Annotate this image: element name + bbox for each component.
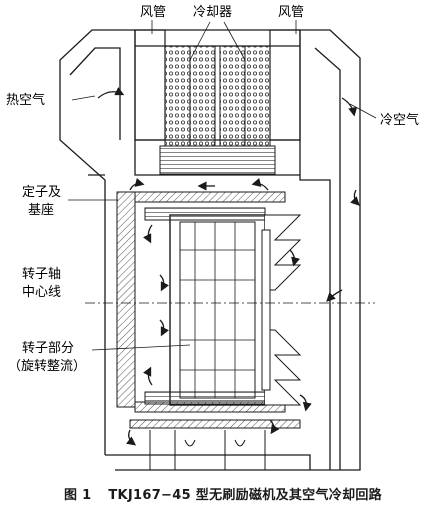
duct-right-label: 风管 (278, 5, 304, 20)
figure-title: TKJ167−45 型无刷励磁机及其空气冷却回路 (108, 488, 382, 503)
shaft-label-line2: 中心线 (22, 285, 61, 300)
hot-air-label: 热空气 (6, 92, 45, 108)
rotor-label-line1: 转子部分 (22, 341, 74, 356)
cold-air-label: 冷空气 (380, 112, 419, 128)
duct-left-label: 风管 (140, 5, 166, 20)
stator-label-line1: 定子及 (22, 185, 61, 200)
rectifier-fins (261, 214, 302, 406)
figure-number: 图 1 (64, 488, 92, 503)
rotor-core (144, 207, 266, 406)
figure-caption: 图 1 TKJ167−45 型无刷励磁机及其空气冷却回路 (0, 484, 446, 503)
stator-label-line2: 基座 (28, 203, 54, 218)
rotor-label-line2: （旋转整流） (8, 359, 86, 374)
airflow-arrows (97, 87, 360, 446)
cooler-blocks (159, 45, 276, 175)
cooler-label: 冷却器 (193, 5, 232, 20)
air-ducts (134, 29, 301, 141)
leader-lines (68, 20, 377, 351)
stator-base (116, 191, 301, 429)
shaft-label-line1: 转子轴 (22, 267, 61, 282)
bottom-ports (149, 430, 266, 470)
exciter-cooling-diagram: 风管 冷却器 风管 热空气 冷空气 定子及 基座 转子轴 中心线 转子部分 （旋… (6, 5, 419, 471)
